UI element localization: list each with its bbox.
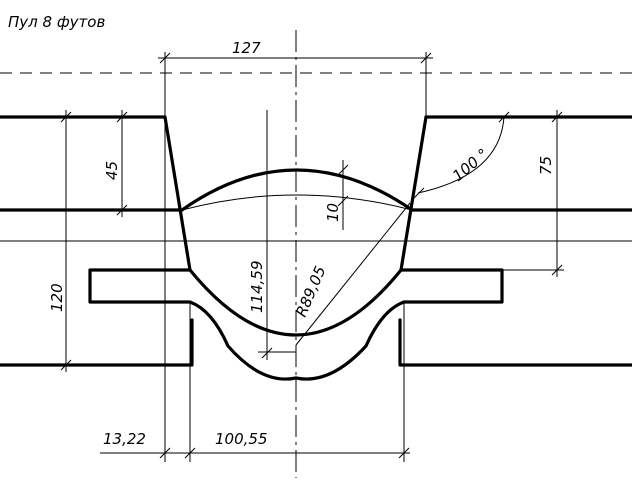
dim-10-label: 10 [324, 203, 342, 222]
bowl-outer-curve [188, 300, 406, 381]
dim-75-label: 75 [537, 156, 555, 175]
bowl-top-arc [180, 168, 414, 212]
dim-tick [337, 195, 349, 207]
dim-tick [498, 111, 510, 123]
dim-tick [398, 447, 410, 459]
dim-tick [551, 264, 563, 276]
bowl-chord-arc [181, 194, 413, 211]
dim-13-label: 13,22 [103, 430, 146, 448]
dim-tick [337, 164, 349, 176]
dim-100-label: 100,55 [215, 430, 268, 448]
dim-tick [159, 447, 171, 459]
dim-45-label: 45 [103, 161, 121, 180]
dim-tick [60, 359, 72, 371]
dim-120-label: 120 [48, 283, 66, 312]
dim-127-label: 127 [232, 39, 261, 57]
dim-tick [60, 111, 72, 123]
right-bottom-line [398, 318, 632, 367]
dim-tick [420, 52, 432, 64]
radius-label: R89,05 [292, 263, 329, 319]
drawing-title: Пул 8 футов [8, 13, 105, 31]
left-bottom-line [0, 318, 194, 367]
dim-tick [184, 447, 196, 459]
left-top-outline [0, 115, 632, 304]
dim-tick [551, 111, 563, 123]
bowl-inner-curve [188, 268, 403, 337]
dim-tick [261, 347, 273, 359]
dim-tick [116, 204, 128, 216]
dim-tick [413, 187, 425, 199]
dim-tick [159, 52, 171, 64]
angle-arc [417, 116, 505, 194]
angle-label: 100 ° [449, 145, 492, 185]
radius-line [295, 202, 411, 346]
dim-114-label: 114,59 [248, 261, 266, 314]
dim-tick [116, 111, 128, 123]
